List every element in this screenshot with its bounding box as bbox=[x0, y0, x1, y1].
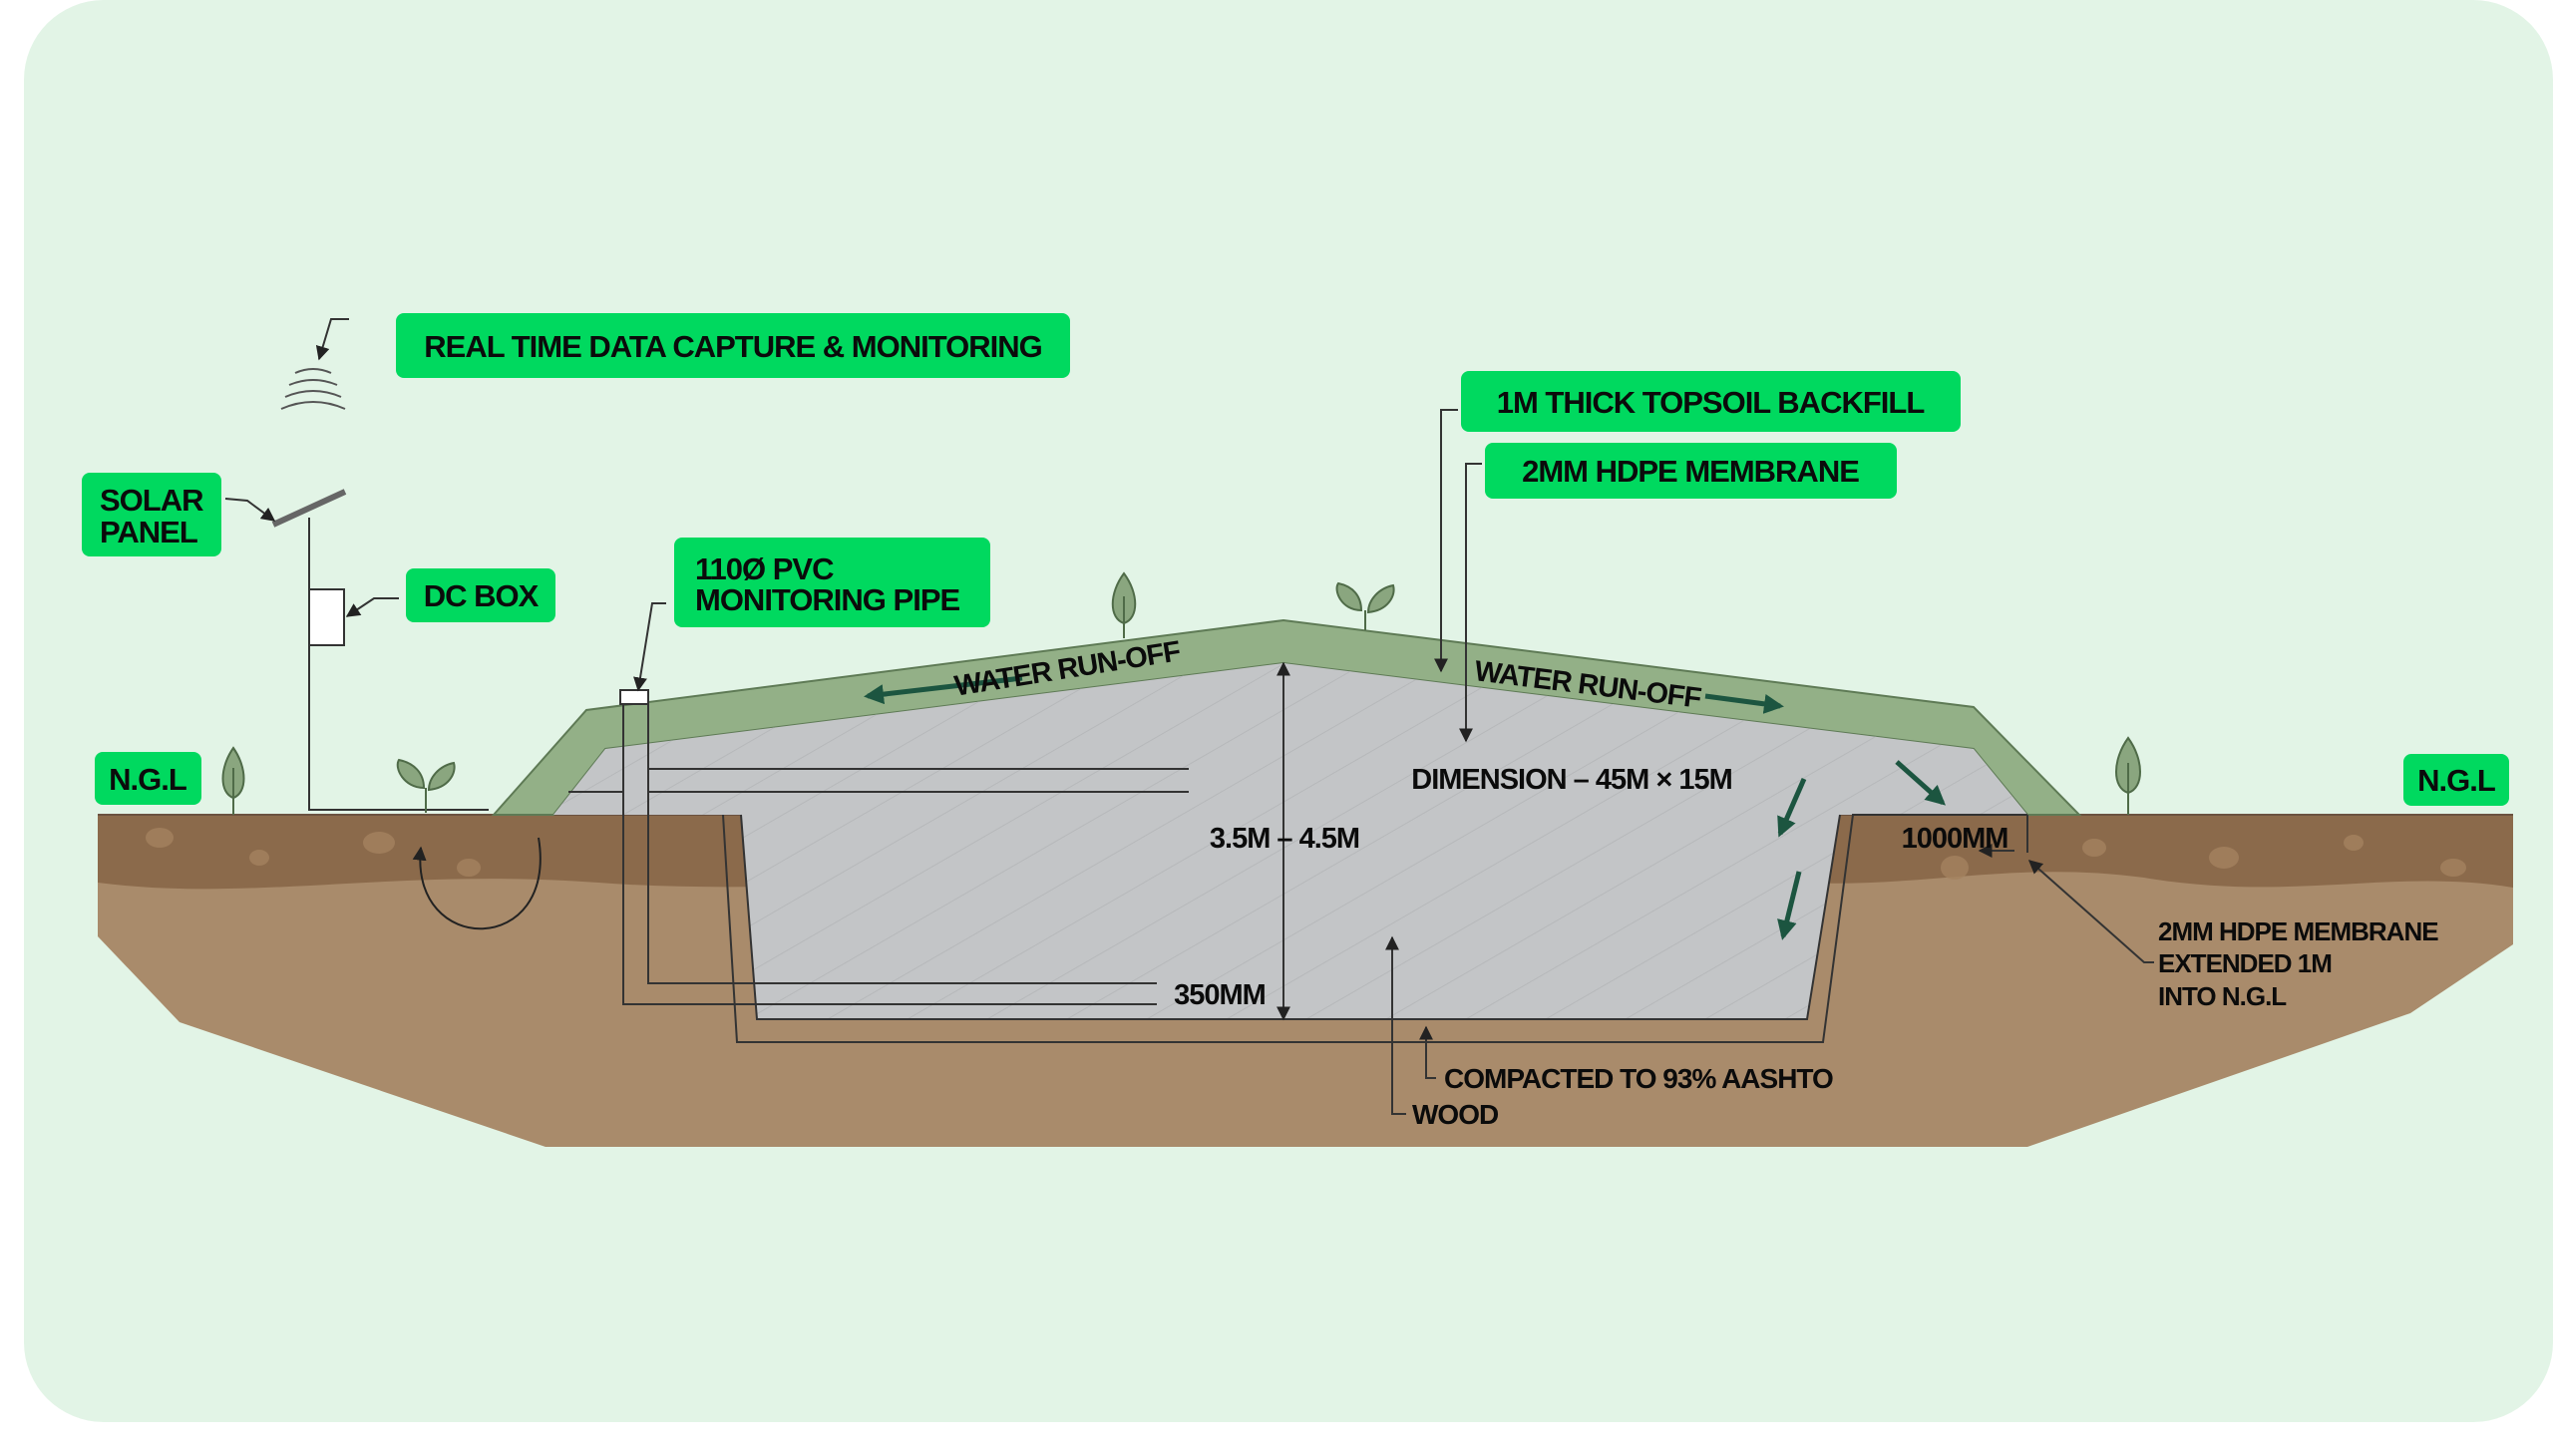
membrane-note-line: 2MM HDPE MEMBRANE bbox=[2158, 916, 2438, 946]
label-text: PANEL bbox=[100, 515, 197, 549]
leader-line bbox=[1459, 463, 1482, 743]
label-text: DC BOX bbox=[424, 578, 540, 613]
leader-line bbox=[224, 498, 276, 522]
label-text: 1M THICK TOPSOIL BACKFILL bbox=[1497, 385, 1925, 420]
label-ngl-right: N.G.L bbox=[2403, 754, 2509, 806]
sprout-icon bbox=[1335, 581, 1395, 630]
flow-arrow-icon bbox=[864, 675, 1023, 705]
leader-line bbox=[345, 597, 399, 617]
sprout-icon bbox=[396, 758, 456, 813]
label-text: N.G.L bbox=[109, 762, 186, 797]
wood-text: WOOD bbox=[1412, 1099, 1499, 1130]
curved-arrow-icon bbox=[412, 837, 542, 930]
label-text: 2MM HDPE MEMBRANE bbox=[1522, 454, 1859, 489]
leader-line bbox=[2027, 860, 2154, 963]
label-dc-box: DC BOX bbox=[406, 568, 555, 622]
depth-text: 3.5M – 4.5M bbox=[1210, 823, 1359, 855]
flow-arrow-icon bbox=[1777, 871, 1802, 940]
label-text: MONITORING PIPE bbox=[695, 582, 960, 617]
flow-arrow-icon bbox=[1777, 778, 1807, 838]
leader-line bbox=[633, 602, 666, 692]
pvc-monitoring-pipe bbox=[568, 689, 1189, 1005]
label-ngl-left: N.G.L bbox=[95, 752, 201, 805]
leader-line bbox=[1419, 1025, 1436, 1079]
label-solar-panel: SOLAR PANEL bbox=[82, 473, 221, 556]
tree-icon bbox=[221, 746, 245, 815]
flow-arrow-icon bbox=[1704, 693, 1784, 714]
dc-box-icon bbox=[308, 588, 345, 646]
label-text: N.G.L bbox=[2417, 763, 2495, 798]
leader-line bbox=[315, 318, 349, 361]
solar-pole bbox=[271, 489, 489, 811]
wifi-signal-icon bbox=[280, 368, 346, 410]
dimension-text: DIMENSION – 45M × 15M bbox=[1411, 764, 1731, 796]
membrane-extension-text: 1000MM bbox=[1902, 823, 2008, 855]
tree-icon bbox=[1111, 571, 1137, 638]
leader-line bbox=[1385, 935, 1406, 1115]
solar-panel-icon bbox=[271, 489, 347, 528]
membrane-note-line: EXTENDED 1M bbox=[2158, 948, 2332, 978]
leader-line bbox=[1434, 409, 1458, 673]
membrane-note-line: INTO N.G.L bbox=[2158, 981, 2287, 1011]
tree-icon bbox=[2115, 736, 2141, 815]
label-text: REAL TIME DATA CAPTURE & MONITORING bbox=[424, 329, 1041, 364]
label-topsoil: 1M THICK TOPSOIL BACKFILL bbox=[1461, 371, 1961, 432]
pipe-depth-text: 350MM bbox=[1174, 979, 1266, 1011]
label-text: SOLAR bbox=[100, 483, 203, 518]
label-pvc-pipe: 110Ø PVC MONITORING PIPE bbox=[674, 538, 990, 627]
compacted-text: COMPACTED TO 93% AASHTO bbox=[1444, 1063, 1833, 1094]
hdpe-membrane-line bbox=[722, 814, 2027, 1043]
flow-arrow-icon bbox=[1895, 760, 1946, 806]
label-realtime: REAL TIME DATA CAPTURE & MONITORING bbox=[396, 313, 1070, 378]
label-hdpe: 2MM HDPE MEMBRANE bbox=[1485, 443, 1897, 499]
label-text: 110Ø PVC bbox=[695, 551, 834, 586]
fill-hatch bbox=[553, 663, 2027, 1019]
